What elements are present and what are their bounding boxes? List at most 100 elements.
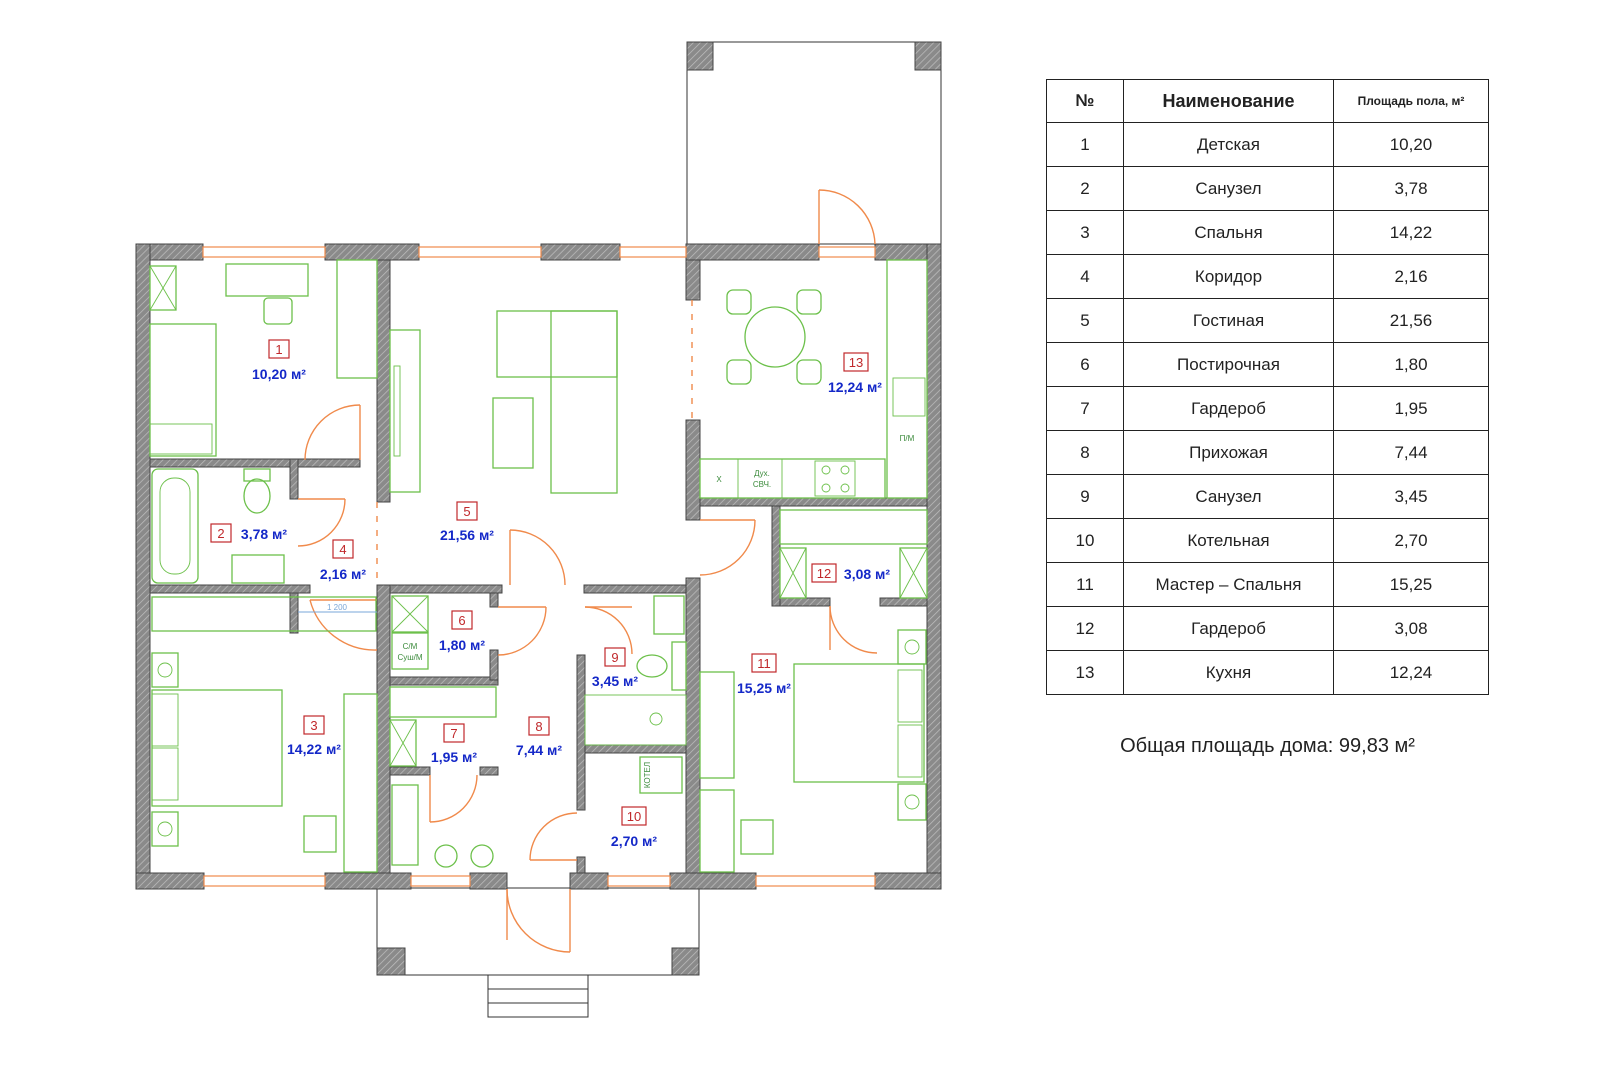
cell-area: 1,80 bbox=[1333, 342, 1489, 387]
room-5-label: 5 21,56 м² bbox=[440, 501, 494, 543]
cell-area: 14,22 bbox=[1333, 210, 1489, 255]
microwave-label: СВЧ. bbox=[753, 480, 771, 489]
cell-area: 12,24 bbox=[1333, 650, 1489, 695]
room-8-label: 8 7,44 м² bbox=[516, 716, 562, 758]
dishwasher-label: П/М bbox=[900, 434, 915, 443]
exterior-walls bbox=[135, 243, 942, 890]
room-area: 2,16 м² bbox=[320, 566, 366, 582]
room-number: 11 bbox=[757, 656, 771, 671]
cell-num: 9 bbox=[1046, 474, 1124, 519]
cell-num: 11 bbox=[1046, 562, 1124, 607]
cell-num: 6 bbox=[1046, 342, 1124, 387]
cell-name: Детская bbox=[1123, 122, 1334, 167]
room-6-label: 6 1,80 м² bbox=[439, 610, 485, 653]
cell-name: Котельная bbox=[1123, 518, 1334, 563]
cell-name: Санузел bbox=[1123, 474, 1334, 519]
cell-area: 21,56 bbox=[1333, 298, 1489, 343]
room-2-label: 2 3,78 м² bbox=[210, 523, 287, 543]
interior-walls bbox=[149, 259, 928, 874]
boiler-label: КОТЕЛ bbox=[643, 762, 652, 788]
cell-area: 2,16 bbox=[1333, 254, 1489, 299]
room-12-label: 12 3,08 м² bbox=[811, 563, 890, 583]
fridge-label: Х bbox=[716, 475, 722, 484]
cell-area: 2,70 bbox=[1333, 518, 1489, 563]
cell-num: 13 bbox=[1046, 650, 1124, 695]
room-area: 14,22 м² bbox=[287, 741, 341, 757]
room-area: 15,25 м² bbox=[737, 680, 791, 696]
dimension-label: 1 200 bbox=[327, 603, 348, 612]
room-number: 13 bbox=[849, 355, 863, 370]
room-number: 4 bbox=[339, 542, 346, 557]
cell-num: 3 bbox=[1046, 210, 1124, 255]
plan-labels: 1 200 С/М Суш/М Дух. СВЧ. П/М Х КОТЕЛ bbox=[327, 434, 915, 788]
room-area: 2,70 м² bbox=[611, 833, 657, 849]
cell-num: 2 bbox=[1046, 166, 1124, 211]
cell-num: 5 bbox=[1046, 298, 1124, 343]
cell-num: 10 bbox=[1046, 518, 1124, 563]
cell-area: 3,08 bbox=[1333, 606, 1489, 651]
room-13-label: 13 12,24 м² bbox=[828, 352, 882, 395]
room-9-label: 9 3,45 м² bbox=[592, 647, 638, 689]
room-4-label: 4 2,16 м² bbox=[320, 539, 366, 582]
oven-label: Дух. bbox=[754, 469, 770, 478]
cell-num: 4 bbox=[1046, 254, 1124, 299]
room-labels: 1 10,20 м² 2 3,78 м² 3 14,22 м² 4 2,16 м… bbox=[210, 339, 890, 849]
cell-name: Санузел bbox=[1123, 166, 1334, 211]
cell-name: Спальня bbox=[1123, 210, 1334, 255]
cell-num: 12 bbox=[1046, 606, 1124, 651]
room-area: 3,08 м² bbox=[844, 566, 890, 582]
room-area: 10,20 м² bbox=[252, 366, 306, 382]
cell-name: Коридор bbox=[1123, 254, 1334, 299]
cell-area: 3,45 bbox=[1333, 474, 1489, 519]
doors bbox=[297, 189, 878, 953]
room-1-label: 1 10,20 м² bbox=[252, 339, 306, 382]
room-area: 3,45 м² bbox=[592, 673, 638, 689]
room-3-label: 3 14,22 м² bbox=[287, 715, 341, 757]
room-number: 7 bbox=[450, 726, 457, 741]
cell-num: 7 bbox=[1046, 386, 1124, 431]
room-area: 7,44 м² bbox=[516, 742, 562, 758]
room-number: 1 bbox=[275, 342, 282, 357]
room-area: 12,24 м² bbox=[828, 379, 882, 395]
header-name: Наименование bbox=[1123, 79, 1334, 123]
room-area: 1,80 м² bbox=[439, 637, 485, 653]
cell-name: Гардероб bbox=[1123, 386, 1334, 431]
room-number: 5 bbox=[463, 504, 470, 519]
washer-label: С/М bbox=[403, 642, 418, 651]
cell-name: Мастер – Спальня bbox=[1123, 562, 1334, 607]
cell-area: 10,20 bbox=[1333, 122, 1489, 167]
total-area-text: Общая площадь дома: 99,83 м² bbox=[1120, 735, 1415, 757]
cell-name: Гостиная bbox=[1123, 298, 1334, 343]
room-area: 3,78 м² bbox=[241, 526, 287, 542]
room-number: 9 bbox=[611, 650, 618, 665]
cell-area: 7,44 bbox=[1333, 430, 1489, 475]
table-header-row: № Наименование Площадь пола, м² bbox=[1046, 79, 1489, 123]
room-10-label: 10 2,70 м² bbox=[611, 806, 657, 849]
windows bbox=[202, 246, 876, 887]
cell-area: 1,95 bbox=[1333, 386, 1489, 431]
cell-name: Прихожая bbox=[1123, 430, 1334, 475]
room-number: 12 bbox=[817, 566, 831, 581]
porch bbox=[376, 887, 700, 1018]
furniture bbox=[149, 259, 928, 873]
cell-num: 1 bbox=[1046, 122, 1124, 167]
room-number: 2 bbox=[217, 526, 224, 541]
room-area: 1,95 м² bbox=[431, 749, 477, 765]
cell-name: Постирочная bbox=[1123, 342, 1334, 387]
cell-name: Кухня bbox=[1123, 650, 1334, 695]
room-11-label: 11 15,25 м² bbox=[737, 653, 791, 696]
terrace bbox=[686, 41, 942, 245]
room-number: 6 bbox=[458, 613, 465, 628]
cell-area: 15,25 bbox=[1333, 562, 1489, 607]
